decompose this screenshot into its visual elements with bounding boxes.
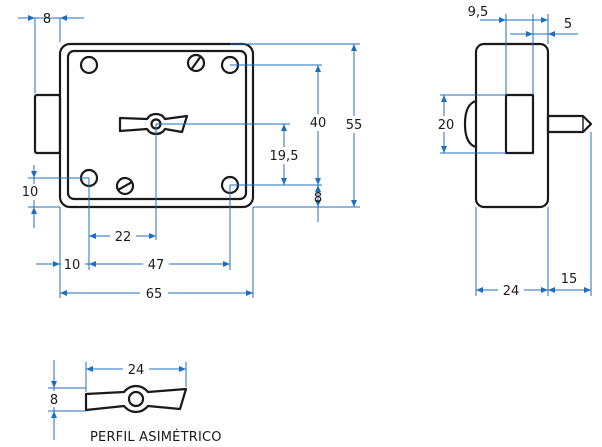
profile-hole xyxy=(127,390,145,408)
dim-label-bottom-offset: 8 xyxy=(314,191,322,206)
dim-body-depth: 24 xyxy=(476,282,548,299)
mounting-hole-top-left xyxy=(79,55,99,75)
front-extension-lines xyxy=(28,18,360,298)
dim-label-key-from-hole: 22 xyxy=(115,230,132,245)
dim-bolt-height: 20 xyxy=(434,95,456,153)
dim-label-width-total: 65 xyxy=(146,287,163,302)
dim-label-top-offset: 8 xyxy=(43,12,51,27)
dim-label-spacing-b: 5 xyxy=(564,17,572,32)
dim-label-body-depth: 24 xyxy=(503,284,520,299)
dim-height-total: 55 xyxy=(342,44,366,207)
side-extension-lines xyxy=(440,14,592,296)
dim-hole-spacing-v: 40 xyxy=(305,65,331,185)
dim-spacing-b: 5 xyxy=(510,17,578,37)
front-view: 8 55 40 19,5 xyxy=(18,12,366,302)
dim-spacing-a: 9,5 xyxy=(468,5,548,23)
dim-label-bolt-height: 20 xyxy=(438,118,455,133)
dim-label-profile-length: 24 xyxy=(128,363,145,378)
dim-top-offset: 8 xyxy=(18,12,84,27)
dim-key-from-hole: 22 xyxy=(89,228,156,245)
dim-label-hole-left-h: 10 xyxy=(64,258,81,273)
dim-key-center-h: 19,5 xyxy=(266,124,302,185)
dim-label-hole-spacing-v: 40 xyxy=(310,116,327,131)
dim-hole-spacing-h: 47 xyxy=(143,256,230,273)
side-cylinder-bump xyxy=(463,99,477,149)
dim-width-total: 65 xyxy=(60,285,253,302)
dim-bottom-offset: 8 xyxy=(314,170,322,222)
dim-profile-height: 8 xyxy=(46,360,62,440)
dim-label-bolt-projection: 15 xyxy=(561,272,578,287)
side-view: 9,5 5 20 24 15 xyxy=(434,5,593,299)
dim-label-key-center-h: 19,5 xyxy=(270,149,299,164)
screw-top xyxy=(186,53,206,73)
dim-label-height-total: 55 xyxy=(346,118,363,133)
side-bolt-block xyxy=(504,93,535,155)
lock-body-inner xyxy=(66,49,248,201)
side-bolt-pin xyxy=(546,114,593,134)
profile-caption: PERFIL ASIMÉTRICO xyxy=(90,429,222,445)
dim-hole-left-v: 10 xyxy=(18,165,42,228)
dim-label-profile-height: 8 xyxy=(50,393,58,408)
profile-shape xyxy=(84,384,188,414)
dim-label-spacing-a: 9,5 xyxy=(468,5,489,20)
screw-bottom xyxy=(115,176,135,196)
front-bolt xyxy=(33,93,62,155)
side-body xyxy=(474,42,550,209)
dim-profile-length: 24 xyxy=(86,361,186,378)
dim-hole-left-h: 10 xyxy=(36,256,230,273)
dim-label-hole-spacing-h: 47 xyxy=(148,258,165,273)
dim-bolt-projection: 15 xyxy=(548,272,591,293)
dim-label-hole-left-v: 10 xyxy=(22,185,39,200)
key-profile: 24 8 PERFIL ASIMÉTRICO xyxy=(46,360,222,445)
